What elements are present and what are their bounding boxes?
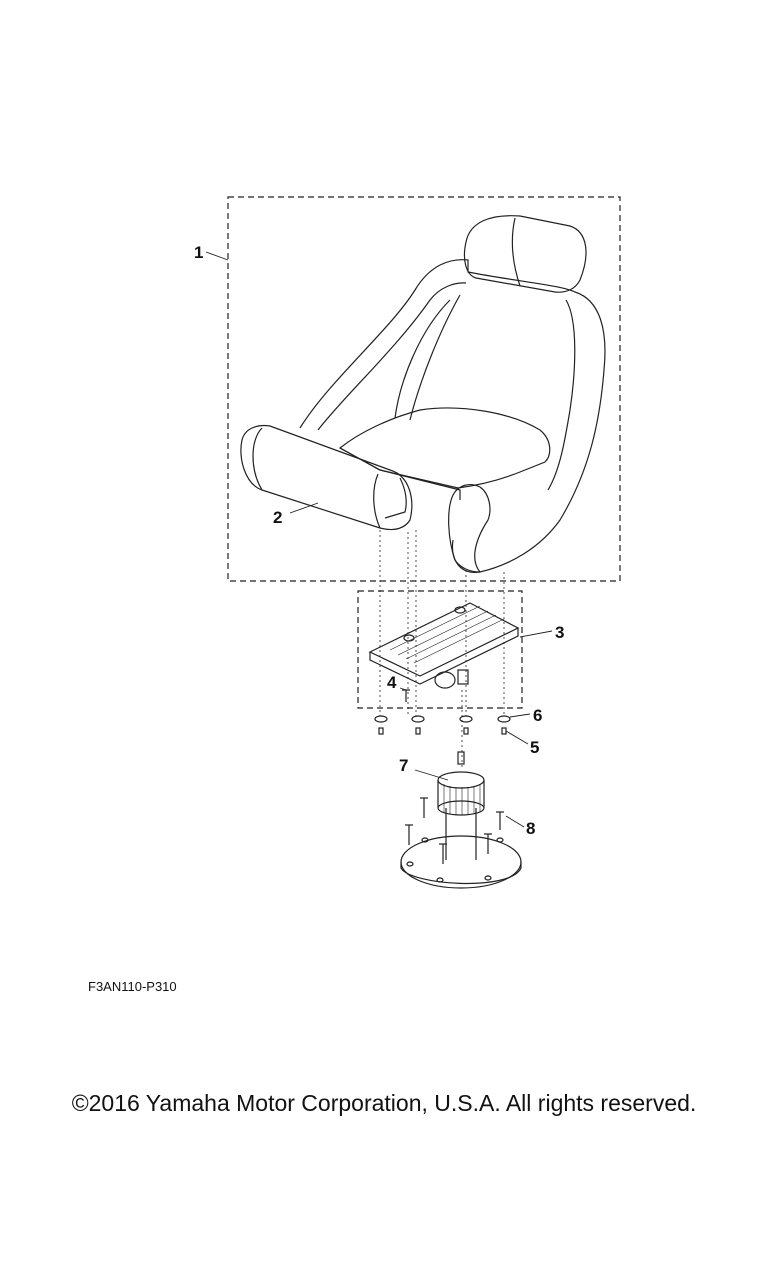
callout-8: 8: [526, 819, 535, 838]
armrest-part-2: [240, 424, 413, 531]
assembly-lines: [379, 530, 505, 770]
leader-lines: [205, 251, 553, 828]
pedestal-base: [400, 835, 522, 889]
slide-bracket: [368, 602, 520, 677]
seat-back: [299, 259, 606, 573]
copyright-notice: ©2016 Yamaha Motor Corporation, U.S.A. A…: [71, 1090, 697, 1116]
callout-2: 2: [273, 508, 282, 527]
headrest: [463, 215, 587, 293]
diagram-code: F3AN110-P310: [88, 979, 177, 994]
bolt-part-4: [402, 689, 410, 702]
right-bolster: [448, 484, 491, 573]
callout-1: 1: [194, 243, 203, 262]
seat-back-inner: [317, 282, 576, 491]
bracket-assembly-box: [357, 590, 523, 709]
callout-7: 7: [399, 756, 408, 775]
seat-assembly-box: [227, 196, 621, 582]
washers-part-6: [374, 715, 511, 723]
pedestal-post-part-7: [437, 780, 485, 860]
nuts-part-5: [378, 727, 507, 735]
seat-cushion: [338, 407, 551, 489]
callout-3: 3: [555, 623, 564, 642]
callout-6: 6: [533, 706, 542, 725]
seat-back-panel: [394, 294, 461, 421]
screws-part-8: [405, 797, 504, 864]
callout-5: 5: [530, 738, 539, 757]
callout-4: 4: [387, 673, 397, 692]
